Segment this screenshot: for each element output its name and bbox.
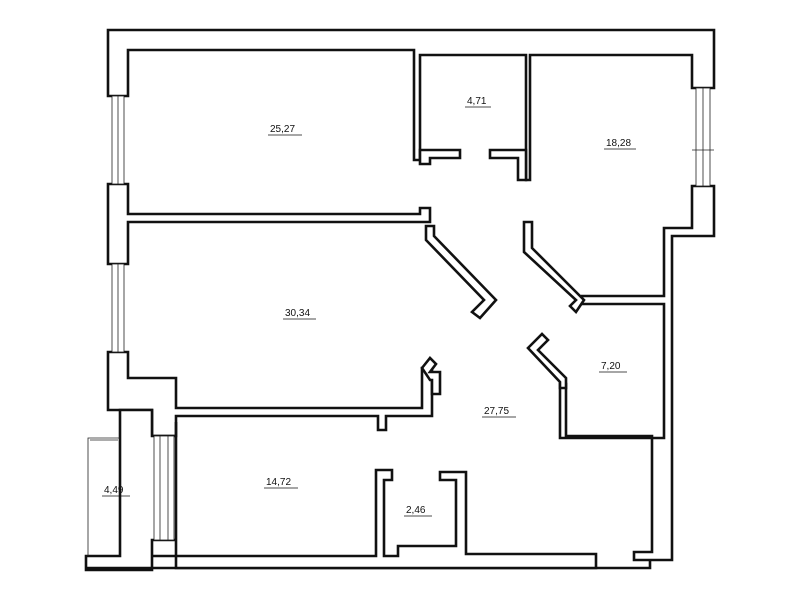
outer-wall-right-upper <box>558 184 716 562</box>
area-text-room-5: 7,20 <box>601 361 621 372</box>
hall-niche <box>420 356 442 396</box>
window-left-upper <box>111 95 125 185</box>
balcony-outline <box>87 437 120 556</box>
balcony-door-window <box>153 435 175 541</box>
room-area-label: 27,75 <box>482 406 516 418</box>
room-area-label: 30,34 <box>283 308 316 320</box>
area-text-room-9: 2,46 <box>406 505 426 516</box>
room-area-label: 2,46 <box>404 505 432 517</box>
area-text-room-4: 30,34 <box>285 308 310 319</box>
area-text-room-8: 4,49 <box>104 485 124 496</box>
window-right <box>692 87 714 187</box>
bath-wall-left <box>418 148 462 166</box>
room-area-label: 14,72 <box>264 477 298 489</box>
area-text-room-2: 4,71 <box>467 96 487 107</box>
bottom-wall-body <box>174 468 598 570</box>
diagonal-wall-right <box>522 220 586 315</box>
room-area-label: 4,49 <box>102 485 130 497</box>
area-text-room-3: 18,28 <box>606 138 631 149</box>
outer-wall-left-upper <box>106 182 432 266</box>
area-labels: 25,27 4,71 18,28 30,34 7,20 27,75 14,72 <box>102 96 636 517</box>
room-area-label: 18,28 <box>604 138 636 150</box>
room-area-label: 7,20 <box>599 361 627 373</box>
diagonal-wall-lower <box>526 332 568 390</box>
outer-wall-left-lower <box>106 350 434 438</box>
room-area-label: 25,27 <box>268 124 302 136</box>
outer-walls <box>106 28 716 562</box>
window-left-middle <box>111 263 125 353</box>
interior-walls <box>418 148 586 396</box>
area-text-room-1: 25,27 <box>270 124 295 135</box>
diagonal-wall-left <box>424 224 498 320</box>
area-text-room-6: 27,75 <box>484 406 509 417</box>
windows <box>111 87 714 541</box>
outer-wall-top <box>106 28 716 182</box>
bath-wall-right <box>488 148 528 182</box>
balcony <box>87 437 120 556</box>
room-area-label: 4,71 <box>465 96 491 108</box>
area-text-room-7: 14,72 <box>266 477 291 488</box>
lower-walls <box>84 408 652 572</box>
